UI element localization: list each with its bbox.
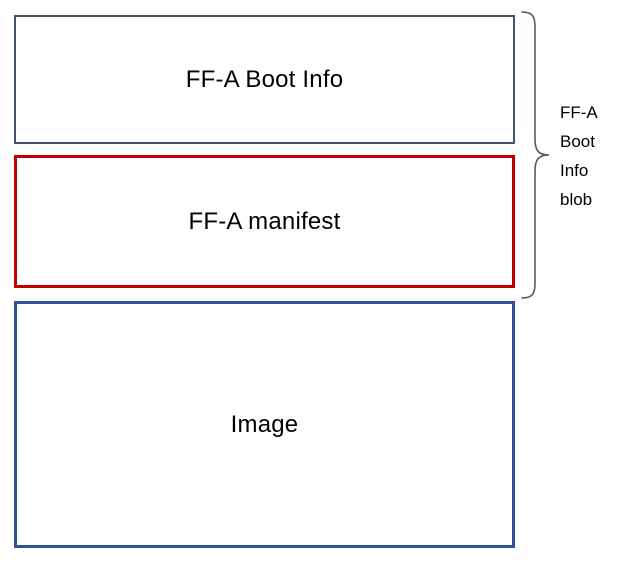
image-box: Image (14, 301, 515, 548)
ffa-boot-info-label: FF-A Boot Info (185, 65, 344, 93)
ffa-manifest-box: FF-A manifest (14, 155, 515, 288)
ffa-boot-info-blob-label: FF-A Boot Info blob (560, 103, 598, 209)
ffa-manifest-label: FF-A manifest (188, 207, 341, 235)
curly-brace (521, 11, 550, 299)
image-box-label: Image (230, 410, 299, 438)
ffa-boot-info-box: FF-A Boot Info (14, 15, 515, 144)
